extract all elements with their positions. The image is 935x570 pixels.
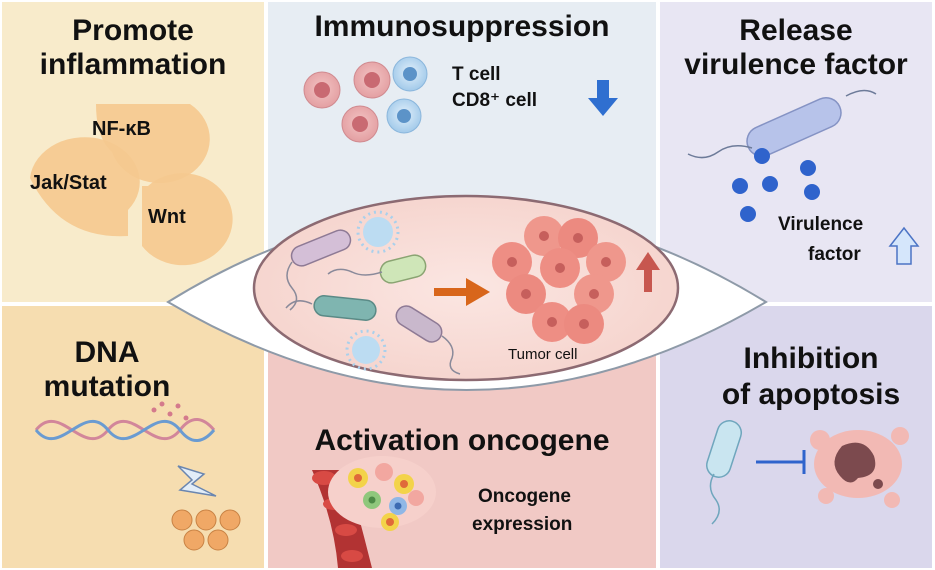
dna-fragments-icon bbox=[151, 401, 189, 421]
tumor-cell-label: Tumor cell bbox=[508, 346, 578, 363]
pathway-label-jak-stat: Jak/Stat bbox=[30, 172, 107, 194]
immune-cell-spiky-icon bbox=[345, 210, 400, 371]
t-cell-label: T cell bbox=[452, 64, 501, 85]
tissue-cells-icon bbox=[328, 456, 436, 531]
release-virulence-title-line1: Release bbox=[739, 14, 853, 47]
immunosuppression-title: Immunosuppression bbox=[314, 10, 610, 43]
tumor-cell-cluster-icon bbox=[492, 216, 626, 344]
oncogene-label-line1: Oncogene bbox=[478, 486, 571, 507]
inhibition-apoptosis-title-line2: of apoptosis bbox=[721, 378, 901, 411]
apoptotic-cell-icon bbox=[810, 427, 909, 508]
lightning-icon bbox=[177, 465, 217, 497]
panel-inhibition-of-apoptosis bbox=[660, 306, 932, 568]
tumor-increase-arrow-icon bbox=[636, 252, 660, 292]
promote-inflammation-title-line1: Promote bbox=[72, 14, 194, 47]
inhibition-symbol-icon bbox=[756, 450, 806, 474]
decrease-arrow-icon bbox=[588, 80, 618, 116]
bacteria-cluster-icon bbox=[285, 229, 461, 375]
dna-mutation-title-line1: DNA bbox=[74, 336, 140, 369]
wnt-bubble bbox=[142, 173, 233, 266]
jak-stat-bubble bbox=[30, 137, 140, 237]
immune-cells-icon bbox=[303, 56, 428, 143]
dna-mutation-title-line2: mutation bbox=[43, 370, 171, 403]
virulence-label-line1: Virulence bbox=[778, 214, 864, 235]
pathway-label-wnt: Wnt bbox=[148, 206, 186, 228]
pathway-label-nf-kb: NF-κB bbox=[92, 118, 151, 140]
inhibition-apoptosis-title-line1: Inhibition bbox=[743, 342, 879, 375]
panel-release-virulence-factor bbox=[660, 2, 932, 302]
bacterium-icon bbox=[687, 89, 877, 159]
bacterium-small-icon bbox=[705, 420, 743, 525]
molecule-circles-icon bbox=[171, 509, 241, 551]
cd8-cell-label: CD8⁺ cell bbox=[452, 90, 538, 111]
dna-helix-icon bbox=[34, 418, 216, 442]
release-virulence-title-line2: virulence factor bbox=[684, 48, 908, 81]
progression-arrow-icon bbox=[434, 278, 490, 306]
increase-arrow-outline-icon bbox=[888, 226, 920, 265]
pathway-bubbles-icon bbox=[30, 104, 233, 266]
promote-inflammation-title-line2: inflammation bbox=[39, 48, 227, 81]
virulence-factor-dots-icon bbox=[732, 148, 820, 222]
oncogene-label-line2: expression bbox=[472, 514, 573, 535]
virulence-label-line2: factor bbox=[808, 244, 861, 265]
activation-oncogene-title: Activation oncogene bbox=[314, 424, 610, 457]
